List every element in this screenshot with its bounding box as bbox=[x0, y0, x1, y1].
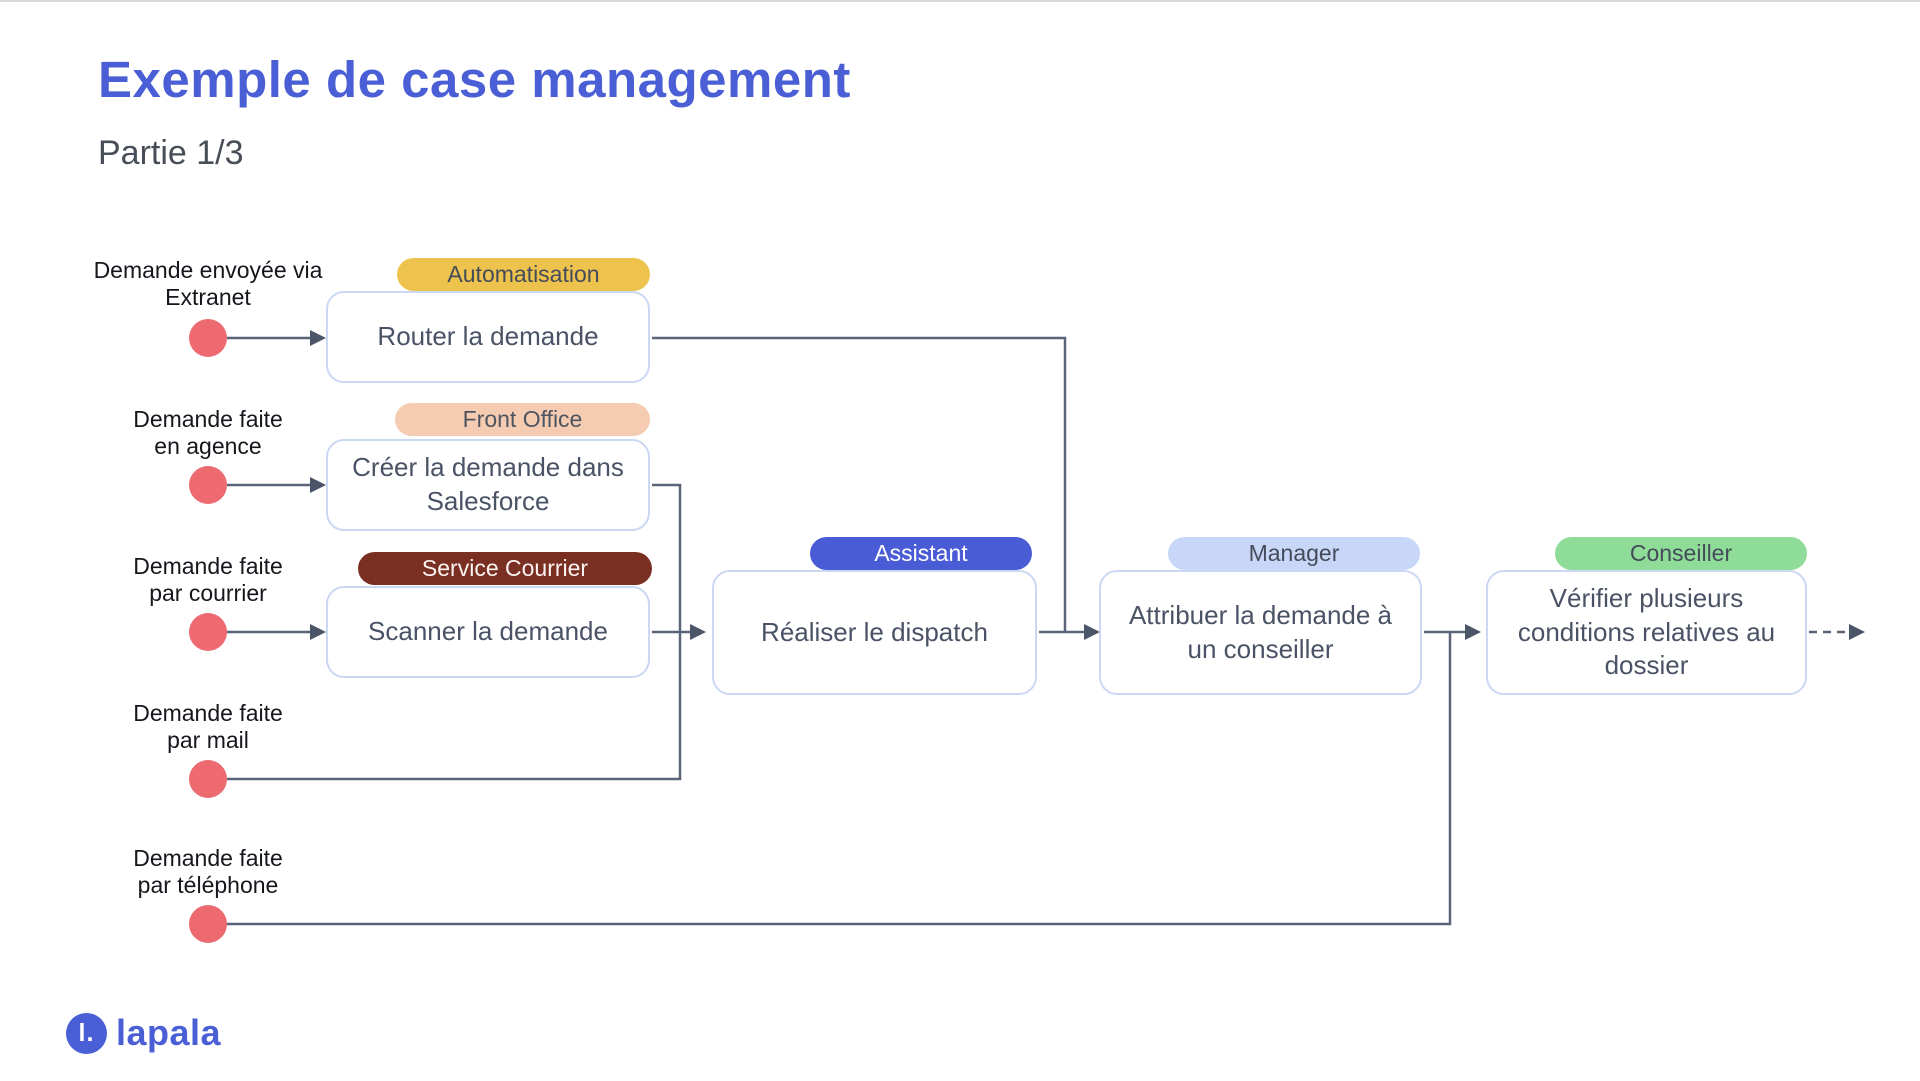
task-label: Réaliser le dispatch bbox=[761, 616, 988, 647]
lapala-logo-icon: l. bbox=[66, 1012, 107, 1054]
task-label: Attribuer la demande à un conseiller bbox=[1128, 599, 1393, 664]
arrowhead-dashed-output bbox=[1849, 624, 1865, 640]
tag-assistant: Assistant bbox=[810, 537, 1032, 570]
arrowhead-into-dispatch bbox=[690, 624, 706, 640]
start-event-dot-extranet bbox=[189, 319, 227, 357]
connector-telephone-merge bbox=[227, 633, 1452, 926]
tag-service-courrier: Service Courrier bbox=[358, 552, 652, 585]
lapala-logo-text: lapala bbox=[116, 1012, 222, 1053]
page-subtitle: Partie 1/3 bbox=[98, 134, 244, 172]
task-creer-demande-salesforce: Créer la demande dans Salesforce bbox=[326, 439, 650, 531]
task-attribuer-demande-conseiller: Attribuer la demande à un conseiller bbox=[1099, 570, 1422, 695]
tag-conseiller: Conseiller bbox=[1555, 537, 1807, 570]
start-event-label-mail: Demande faite par mail bbox=[133, 700, 283, 754]
task-label: Créer la demande dans Salesforce bbox=[352, 452, 624, 516]
start-event-label-telephone: Demande faite par téléphone bbox=[133, 845, 283, 899]
start-event-dot-agence bbox=[189, 466, 227, 504]
start-event-dot-telephone bbox=[189, 905, 227, 943]
task-router-la-demande: Router la demande bbox=[326, 291, 650, 383]
task-scanner-la-demande: Scanner la demande bbox=[326, 586, 650, 678]
task-label: Router la demande bbox=[377, 321, 599, 352]
tag-automatisation: Automatisation bbox=[397, 258, 650, 291]
arrowhead-into-attribuer bbox=[1084, 624, 1100, 640]
start-event-label-courrier: Demande faite par courrier bbox=[133, 553, 283, 607]
arrowhead-into-salesforce bbox=[310, 477, 326, 493]
tag-manager: Manager bbox=[1168, 537, 1420, 570]
task-realiser-le-dispatch: Réaliser le dispatch bbox=[712, 570, 1037, 695]
connector-salesforce-and-mail-merge bbox=[227, 483, 682, 781]
start-event-label-agence: Demande faite en agence bbox=[133, 406, 283, 460]
task-label: Scanner la demande bbox=[368, 616, 608, 647]
task-verifier-conditions-dossier: Vérifier plusieurs conditions relatives … bbox=[1486, 570, 1807, 695]
lapala-logo: l. lapala bbox=[66, 1012, 221, 1054]
page-title: Exemple de case management bbox=[98, 51, 851, 108]
start-event-dot-courrier bbox=[189, 613, 227, 651]
start-event-dot-mail bbox=[189, 760, 227, 798]
arrowhead-into-verifier bbox=[1465, 624, 1481, 640]
task-label: Vérifier plusieurs conditions relatives … bbox=[1517, 582, 1776, 681]
connector-router-to-attribuer bbox=[652, 336, 1067, 631]
start-event-label-extranet: Demande envoyée via Extranet bbox=[93, 257, 323, 311]
tag-front-office: Front Office bbox=[395, 403, 650, 436]
arrowhead-into-scanner bbox=[310, 624, 326, 640]
arrowhead-into-router bbox=[310, 330, 326, 346]
